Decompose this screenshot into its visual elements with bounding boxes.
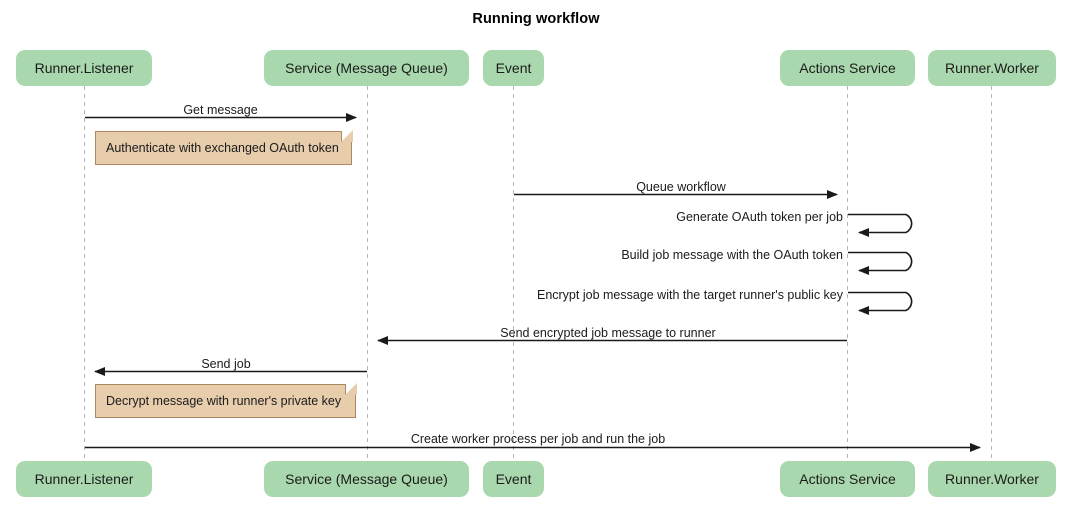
participant-runner-listener-bottom[interactable]: Runner.Listener xyxy=(16,461,152,497)
participant-event-bottom[interactable]: Event xyxy=(483,461,544,497)
participant-service-mq-bottom[interactable]: Service (Message Queue) xyxy=(264,461,469,497)
note-text: Authenticate with exchanged OAuth token xyxy=(106,141,339,155)
participant-label: Runner.Worker xyxy=(945,60,1039,76)
participant-label: Service (Message Queue) xyxy=(285,471,448,487)
note-authenticate-with-exchanged-oauth-token: Authenticate with exchanged OAuth token xyxy=(95,130,353,165)
participant-runner-worker-top[interactable]: Runner.Worker xyxy=(928,50,1056,86)
arrow-encrypt-job-message xyxy=(848,291,913,315)
message-label-encrypt-job-message: Encrypt job message with the target runn… xyxy=(536,288,843,302)
participant-runner-worker-bottom[interactable]: Runner.Worker xyxy=(928,461,1056,497)
participant-service-mq-top[interactable]: Service (Message Queue) xyxy=(264,50,469,86)
participant-label: Actions Service xyxy=(799,60,896,76)
note-text: Decrypt message with runner's private ke… xyxy=(106,394,342,408)
participant-label: Service (Message Queue) xyxy=(285,60,448,76)
participant-event-top[interactable]: Event xyxy=(483,50,544,86)
page-title: Running workflow xyxy=(472,11,600,27)
participant-runner-listener-top[interactable]: Runner.Listener xyxy=(16,50,152,86)
participant-label: Runner.Listener xyxy=(34,471,134,487)
message-label-create-worker-process: Create worker process per job and run th… xyxy=(410,432,666,446)
message-label-generate-oauth-token: Generate OAuth token per job xyxy=(676,210,843,224)
participant-actions-service-bottom[interactable]: Actions Service xyxy=(780,461,915,497)
participant-label: Runner.Listener xyxy=(34,60,134,76)
note-fold-corner-icon xyxy=(341,130,353,142)
note-fold-corner-icon xyxy=(345,383,357,395)
note-decrypt-message-with-runners-private-key: Decrypt message with runner's private ke… xyxy=(95,383,357,418)
message-label-build-job-message: Build job message with the OAuth token xyxy=(621,248,843,262)
message-label-send-encrypted-job-message: Send encrypted job message to runner xyxy=(500,326,716,340)
message-label-get-message: Get message xyxy=(183,103,258,117)
participant-actions-service-top[interactable]: Actions Service xyxy=(780,50,915,86)
message-label-queue-workflow: Queue workflow xyxy=(636,180,726,194)
message-label-send-job: Send job xyxy=(201,357,251,371)
arrow-generate-oauth-token xyxy=(848,213,913,237)
arrow-build-job-message xyxy=(848,251,913,275)
participant-label: Runner.Worker xyxy=(945,471,1039,487)
participant-label: Event xyxy=(495,471,532,487)
participant-label: Actions Service xyxy=(799,471,896,487)
participant-label: Event xyxy=(495,60,532,76)
